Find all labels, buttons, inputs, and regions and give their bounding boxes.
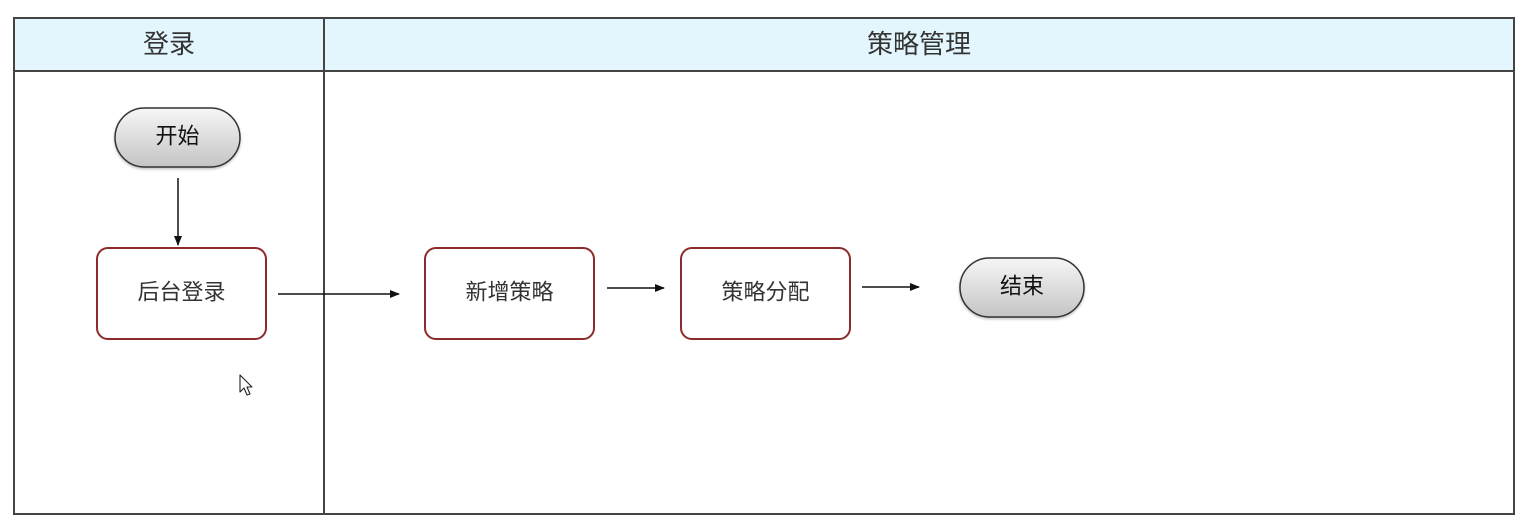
- lane-title-strategy: 策略管理: [867, 30, 971, 60]
- node-end: 结束: [959, 257, 1085, 318]
- node-assign-strategy: 策略分配: [680, 247, 851, 340]
- start-label: 开始: [155, 125, 199, 150]
- node-add-strategy: 新增策略: [424, 247, 595, 340]
- backend-login-process-shape: [96, 247, 267, 340]
- lane-header-login: [13, 17, 325, 72]
- add-strategy-process-shape: [424, 247, 595, 340]
- node-start: 开始: [114, 107, 241, 168]
- lane-title-login: 登录: [143, 30, 195, 60]
- end-label: 结束: [1000, 275, 1044, 300]
- lane-header-strategy: [323, 17, 1515, 72]
- node-backend-login: 后台登录: [96, 247, 267, 340]
- backend-login-label: 后台登录: [137, 281, 225, 306]
- start-terminator-shape: [114, 107, 241, 168]
- assign-strategy-process-shape: [680, 247, 851, 340]
- end-terminator-shape: [959, 257, 1085, 318]
- add-strategy-label: 新增策略: [465, 281, 553, 306]
- mouse-cursor-icon: [239, 374, 253, 396]
- assign-strategy-label: 策略分配: [721, 281, 809, 306]
